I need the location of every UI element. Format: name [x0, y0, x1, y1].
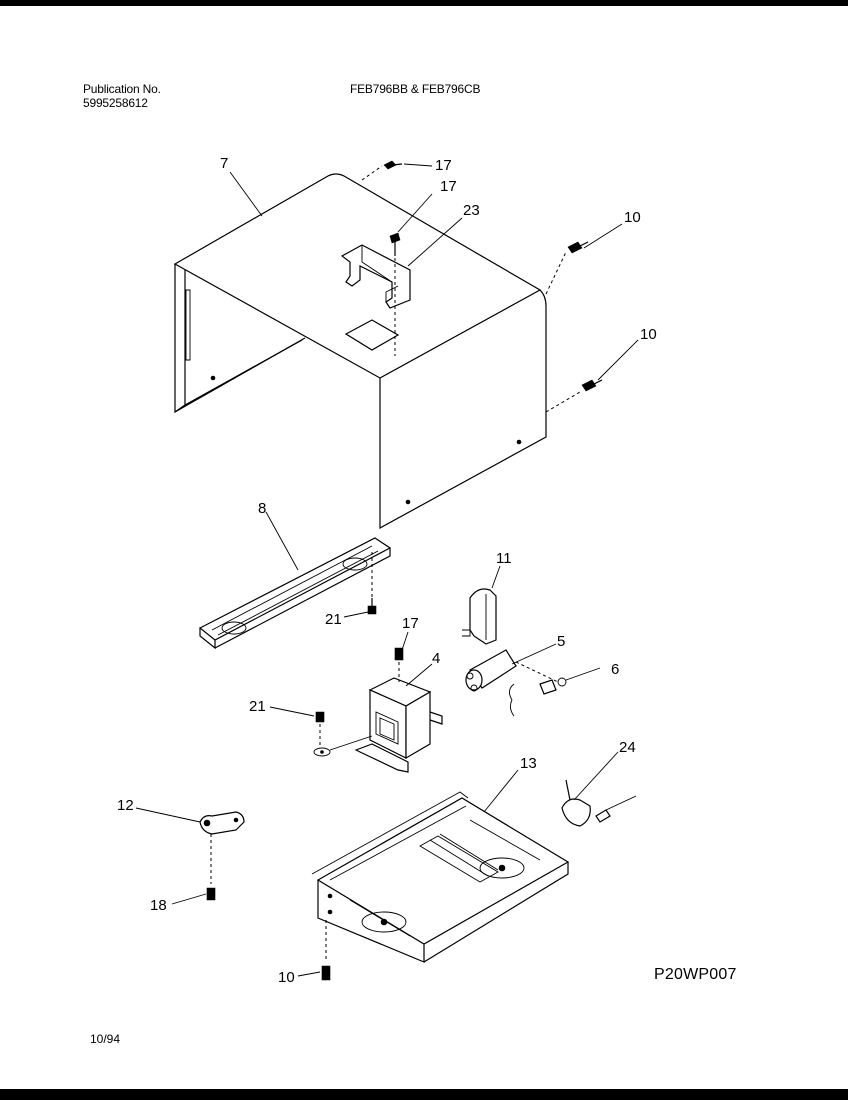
callout-13: 13 — [520, 755, 537, 772]
publication-number: 5995258612 — [83, 96, 148, 110]
rail-8 — [198, 537, 392, 650]
cabinet-wrapper — [173, 173, 547, 530]
publication-label: Publication No. — [83, 82, 161, 96]
callout-7: 7 — [220, 155, 228, 172]
figure-code: P20WP007 — [654, 966, 737, 983]
diode-6 — [509, 677, 567, 717]
capacitor-5 — [465, 649, 559, 692]
bottom-border-bar — [0, 1089, 848, 1100]
bracket-12 — [199, 811, 245, 835]
callout-21-right: 21 — [325, 611, 342, 628]
bracket-11 — [462, 588, 497, 645]
callout-4: 4 — [432, 650, 440, 667]
leader-lines — [135, 163, 639, 977]
screw-10-upper — [567, 241, 589, 254]
callout-17-top: 17 — [435, 157, 452, 174]
callout-10-mid: 10 — [640, 326, 657, 343]
publication-date: 10/94 — [90, 1032, 121, 1046]
screw-17-low — [394, 647, 404, 661]
callout-10-bottom: 10 — [278, 969, 295, 986]
base-plate-13 — [311, 791, 570, 963]
screw-18 — [206, 887, 216, 901]
callout-10-upper: 10 — [624, 209, 641, 226]
callout-18: 18 — [150, 897, 167, 914]
callout-24: 24 — [619, 739, 636, 756]
model-numbers: FEB796BB & FEB796CB — [350, 82, 481, 96]
callout-17-mid: 17 — [440, 178, 457, 195]
screw-17-mid — [389, 232, 401, 256]
screw-10-mid — [581, 379, 603, 392]
screw-21-left — [315, 711, 325, 723]
transformer-4 — [354, 677, 443, 773]
callout-6: 6 — [611, 661, 619, 678]
top-border-bar — [0, 0, 848, 6]
callout-12: 12 — [117, 797, 134, 814]
callout-5: 5 — [557, 633, 565, 650]
callout-23: 23 — [463, 202, 480, 219]
screw-17-top — [383, 160, 403, 170]
sensor-24 — [561, 779, 637, 827]
screw-10-bottom — [321, 965, 331, 981]
screw-21-right — [367, 598, 377, 615]
callout-21-left: 21 — [249, 698, 266, 715]
bracket-23 — [340, 244, 411, 309]
callout-8: 8 — [258, 500, 266, 517]
callout-17-low: 17 — [402, 615, 419, 632]
callout-11: 11 — [496, 550, 512, 567]
washer — [313, 747, 331, 757]
